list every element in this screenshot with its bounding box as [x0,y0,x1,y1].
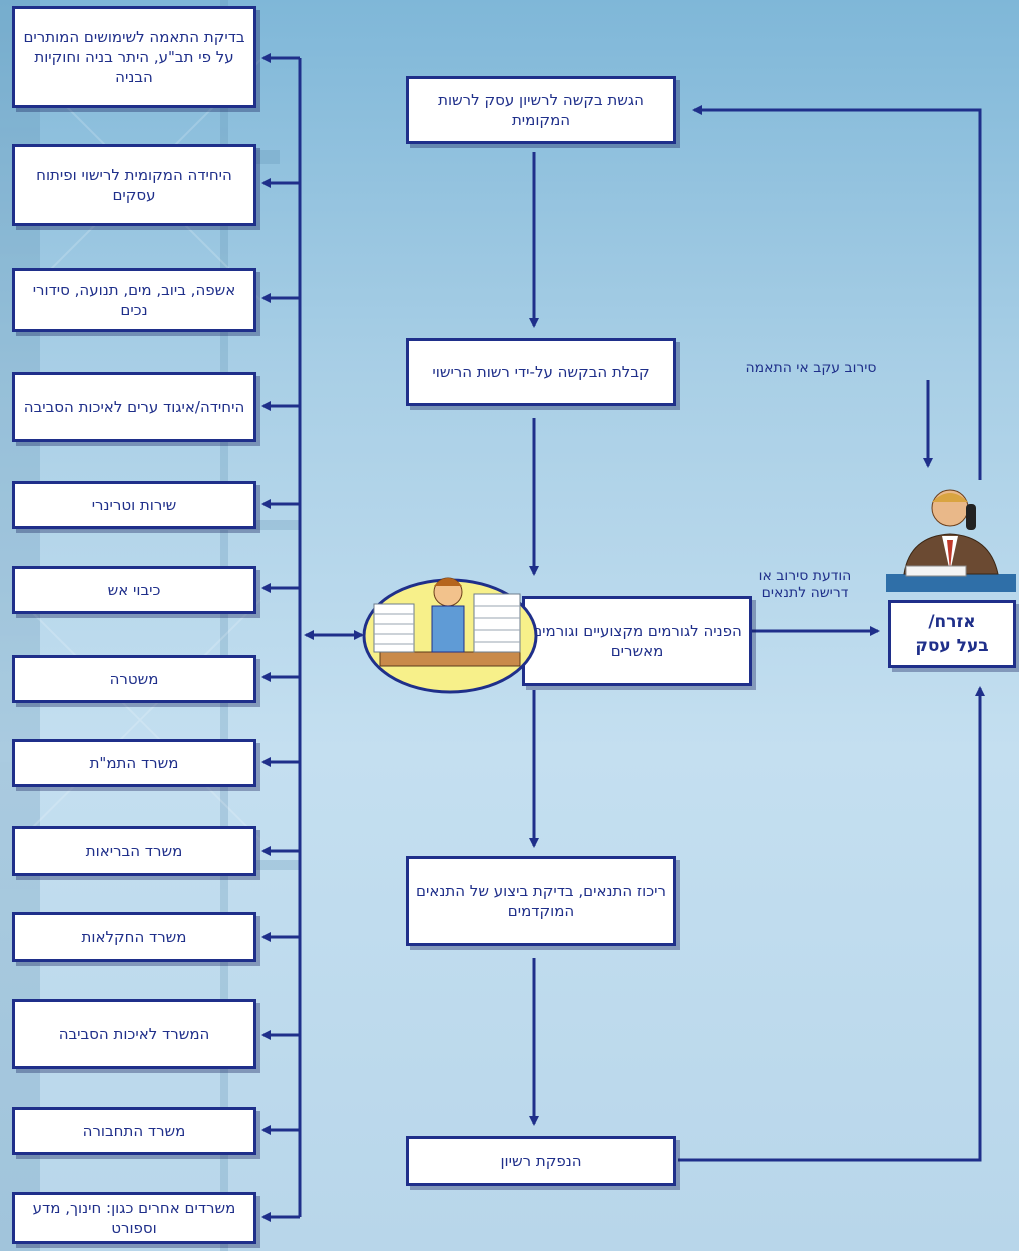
left-box-agriculture-ministry: משרד החקלאות [12,912,256,962]
owner-line-1: אזרח/ [928,612,976,632]
left-box-trade-ministry: משרד התמ"ת [12,739,256,787]
left-box-veterinary: שירות וטרינרי [12,481,256,529]
left-box-environment-ministry: המשרד לאיכות הסביבה [12,999,256,1069]
left-box-police: משטרה [12,655,256,703]
flow-collect-conditions: ריכוז התנאים, בדיקת ביצוע של התנאים המוק… [406,856,676,946]
left-box-other-ministries: משרדים אחרים כגון: חינוך, מדע וספורט [12,1192,256,1244]
clerk-illustration-icon [362,577,538,694]
left-box-local-unit: היחידה המקומית לרישוי ופיתוח עסקים [12,144,256,226]
flow-receive-request: קבלת הבקשה על-ידי רשות הרישוי [406,338,676,406]
refusal-label: סירוב עקב אי התאמה [745,360,877,376]
business-owner-illustration-icon [886,489,1016,592]
owner-line-2: בעל עסק [915,636,989,656]
left-box-fire-department: כיבוי אש [12,566,256,614]
left-box-zoning-check: בדיקת התאמה לשימושים המותרים על פי תב"ע,… [12,6,256,108]
left-box-environment-unit: היחידה/איגוד ערים לאיכות הסביבה [12,372,256,442]
owner-box: אזרח/ בעל עסק [888,600,1016,668]
flow-issue-license: הנפקת רשיון [406,1136,676,1186]
flow-submit-request: הגשת בקשה לרשיון עסק לרשות המקומית [406,76,676,144]
left-box-transport-ministry: משרד התחבורה [12,1107,256,1155]
flow-refer-authorities: הפניה לגורמים מקצועיים וגורמים מאשרים [522,596,752,686]
left-box-health-ministry: משרד הבריאות [12,826,256,876]
left-box-municipal-services: אשפה, ביוב, מים, תנועה, סידורי נכים [12,268,256,332]
refusal-notice-label: הודעת סירוב או דרישה לתנאים [758,568,852,601]
